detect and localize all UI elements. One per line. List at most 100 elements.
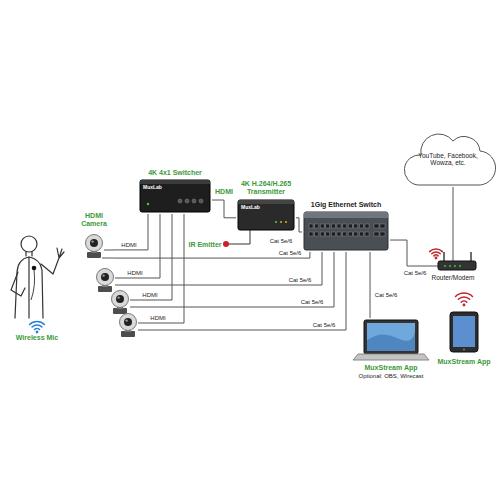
switch-top	[304, 212, 388, 218]
device-caption: MuxLab	[241, 205, 271, 211]
ir-wire	[226, 230, 250, 244]
laptop-device-graphic	[352, 318, 430, 390]
wifi-arc	[461, 301, 467, 302]
text-slot: Router/Modem	[428, 274, 478, 281]
cable-label: Cat 5e/6	[269, 238, 294, 245]
router-antenna	[444, 252, 471, 261]
raised-arm	[41, 248, 64, 274]
switcher-device: 4K 4x1 SwitcherMuxLab	[138, 168, 212, 214]
switcher-top	[140, 180, 210, 184]
wifi-dot	[463, 304, 466, 307]
cat-cable	[130, 252, 334, 307]
router-led	[449, 265, 451, 267]
cable-label-slot: HDMI	[120, 242, 137, 249]
ethernet-port	[354, 224, 358, 228]
router-device: Router/Modem	[428, 245, 478, 285]
device-label: YouTube, Facebook, Wowza, etc.	[416, 152, 480, 167]
tablet-device: MuxStream App	[434, 290, 494, 380]
text-slot: 1Gig Ethernet Switch	[302, 201, 390, 209]
cable-label: HDMI	[214, 188, 234, 196]
ethernet-port	[331, 232, 335, 236]
ethernet-port	[359, 232, 363, 236]
text-slot: MuxLab	[241, 205, 271, 211]
camera-icon	[86, 235, 103, 259]
ethernet-port	[359, 224, 363, 228]
home-button	[463, 348, 465, 350]
router-led	[444, 265, 446, 267]
cable-connector	[212, 200, 236, 218]
transmitter-device: 4K H.264/H.265 TransmitterMuxLab	[236, 180, 296, 234]
presenter-figure-graphic	[5, 228, 69, 350]
ethernet-port	[326, 224, 330, 228]
cable-connector	[390, 240, 428, 266]
ethernet-port	[331, 224, 335, 228]
cable-label: HDMI	[120, 242, 137, 249]
ethernet-port	[337, 232, 341, 236]
cable-label-slot: Cat 5e/6	[269, 238, 294, 245]
person-head	[21, 236, 37, 252]
hdmi-camera-graphic	[74, 212, 114, 260]
label-slot: Cat 5e/6	[288, 277, 313, 284]
input-button	[192, 199, 196, 203]
wifi-arc	[458, 297, 469, 299]
status-led	[275, 221, 277, 223]
tablet-body	[450, 312, 478, 352]
text-slot: MuxStream App	[352, 364, 430, 372]
cable-label-slot: Cat 5e/6	[374, 292, 399, 299]
cable-label: Cat 5e/6	[288, 277, 313, 284]
text-slot: MuxLab	[143, 185, 177, 191]
ethernet-port	[320, 224, 324, 228]
cable-label: Cat 5e/6	[312, 322, 337, 329]
bent-arm	[11, 272, 25, 296]
transmitter-body	[238, 200, 294, 230]
cable-connector	[453, 187, 454, 245]
ethernet-port	[348, 224, 352, 228]
ethernet-port	[348, 232, 352, 236]
device-caption: MuxLab	[143, 185, 177, 191]
laptop-lid	[364, 320, 418, 354]
laptop-screen	[367, 323, 415, 351]
device-label: HDMI Camera	[74, 212, 114, 228]
ptz-camera	[97, 269, 114, 293]
device-label: 4K H.264/H.265 Transmitter	[236, 180, 296, 196]
status-led	[285, 221, 287, 223]
wifi-arc	[30, 322, 45, 325]
cable-label-slot: HDMI	[214, 188, 234, 196]
ethernet-port	[337, 224, 341, 228]
switch-body	[304, 212, 388, 250]
ethernet-port	[326, 232, 330, 236]
label-slot: IR Emitter	[187, 241, 222, 249]
status-led	[280, 221, 282, 223]
lapel-mic	[32, 266, 37, 271]
label-slot: HDMI	[141, 292, 158, 299]
device-label: Wireless Mic	[5, 334, 69, 342]
router-led	[459, 265, 461, 267]
ptz-camera	[120, 314, 137, 338]
sfp-port	[380, 232, 385, 236]
person-neck	[26, 252, 32, 256]
laptop-base	[353, 354, 429, 360]
ethernet-port	[343, 232, 347, 236]
ethernet-port	[315, 224, 319, 228]
text-slot: Optional: OBS, Wirecast	[352, 373, 430, 380]
cable-label: Cat 5e/6	[278, 250, 303, 257]
presenter-figure: Wireless Mic	[5, 228, 69, 350]
device-label: 1Gig Ethernet Switch	[302, 201, 390, 209]
hdmi-camera: HDMI Camera	[74, 212, 114, 260]
person-outline	[11, 236, 64, 318]
cable-label: Cat 5e/6	[403, 270, 428, 277]
ethernet-port	[320, 232, 324, 236]
input-button	[199, 199, 203, 203]
label-slot: Cat 5e/6	[312, 322, 337, 329]
person-torso	[15, 257, 43, 318]
cable-label: Cat 5e/6	[374, 292, 399, 299]
cable-connector	[296, 218, 302, 232]
ethernet-port	[365, 224, 369, 228]
text-slot: 4K H.264/H.265 Transmitter	[236, 180, 296, 196]
screen-wave	[367, 332, 415, 351]
ir-emitter	[223, 241, 229, 247]
ethernet-port	[309, 232, 313, 236]
transmitter-top	[238, 200, 294, 204]
power-led	[147, 203, 149, 205]
